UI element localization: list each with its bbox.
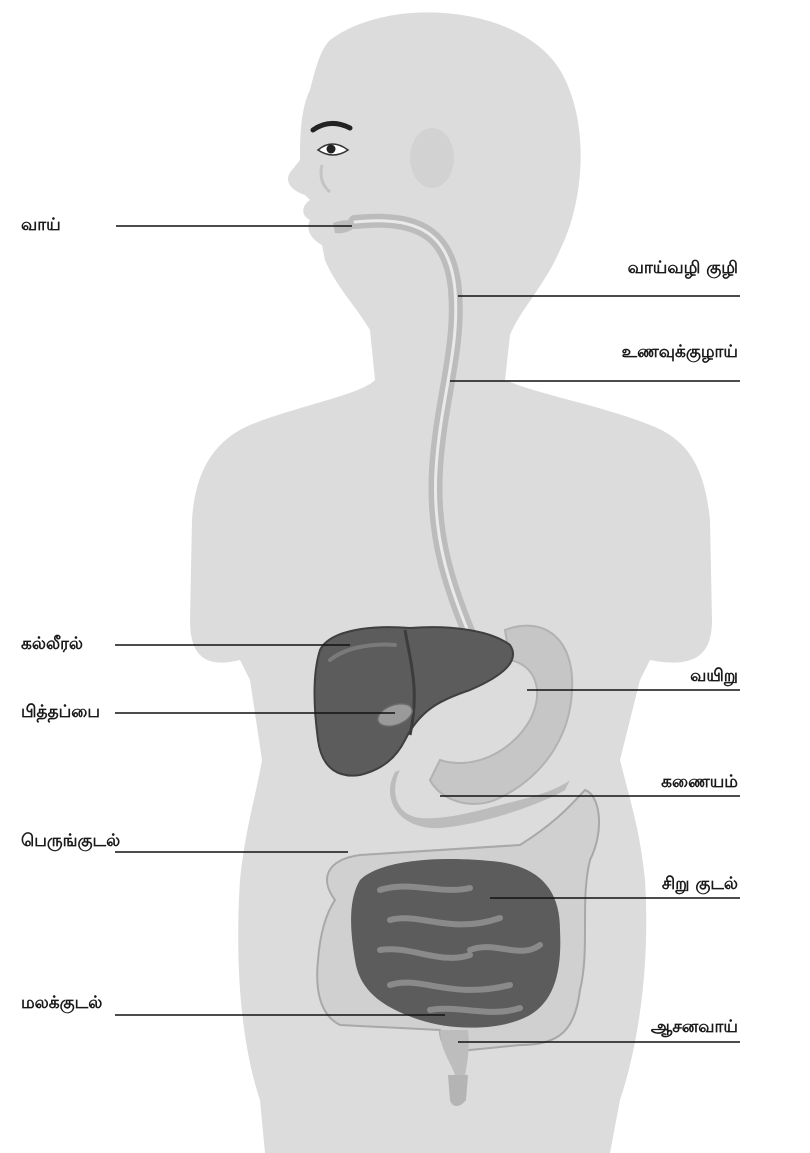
digestive-tract: [315, 220, 600, 1106]
label-small-intestine: சிறு குடல்: [662, 874, 738, 894]
ear-shape: [410, 128, 454, 188]
label-mouth: வாய்: [21, 215, 61, 235]
label-liver: கல்லீரல்: [21, 634, 83, 654]
label-stomach: வயிறு: [690, 666, 738, 686]
eye-pupil: [327, 145, 336, 154]
label-pharynx: வாய்வழி குழி: [628, 258, 738, 278]
label-rectum: மலக்குடல்: [21, 993, 102, 1013]
label-gallbladder: பித்தப்பை: [21, 702, 100, 722]
label-anus: ஆசனவாய்: [651, 1017, 738, 1037]
label-pancreas: கணையம்: [661, 772, 738, 792]
small-intestine: [351, 859, 560, 1028]
label-large-intestine: பெருங்குடல்: [21, 831, 120, 851]
label-esophagus: உணவுக்குழாய்: [622, 342, 738, 362]
